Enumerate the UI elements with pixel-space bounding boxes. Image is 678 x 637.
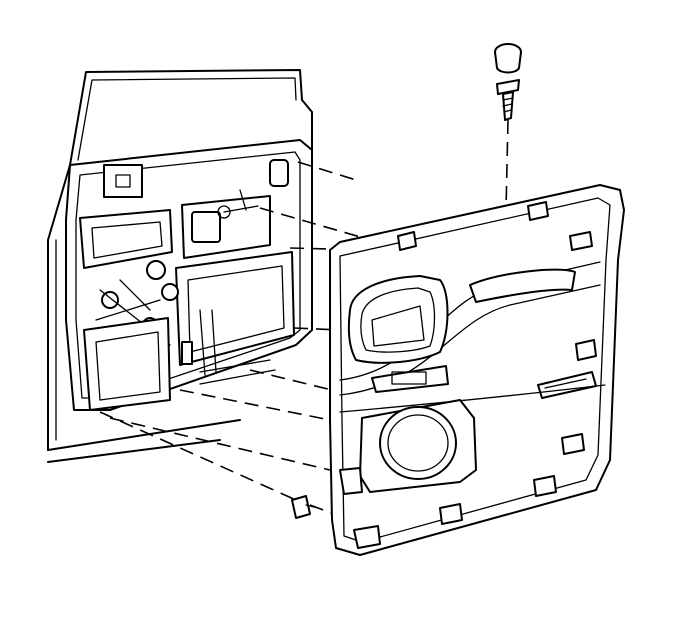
lock-rod — [223, 205, 259, 213]
trim-panel-screw-cap — [494, 43, 522, 74]
retainer-clip-7 — [439, 503, 463, 525]
screw-head — [496, 79, 520, 95]
switch-bezel — [371, 365, 449, 393]
regulator-channel — [199, 309, 217, 376]
upper-left-cutout — [79, 209, 173, 269]
lock-actuator-pivot — [217, 205, 231, 219]
door-body-inner-edge — [75, 151, 301, 399]
regulator-gear-3 — [101, 291, 119, 309]
retainer-clips — [353, 201, 597, 549]
lower-panel-divider — [339, 384, 606, 413]
lower-access-opening-inner — [187, 265, 285, 353]
retainer-clip-4 — [575, 339, 597, 361]
hinge-edge — [47, 164, 71, 451]
door-inner-frame — [47, 69, 313, 463]
speaker-cone-inner — [387, 414, 449, 472]
screw-threads — [502, 97, 514, 113]
connector-block — [181, 341, 193, 365]
retainer-clip-2 — [527, 201, 549, 221]
align-line-4 — [293, 327, 341, 331]
lower-rails — [199, 359, 276, 385]
align-line-7 — [109, 417, 331, 471]
align-line-8 — [99, 411, 297, 501]
align-line-5 — [249, 369, 341, 393]
door-body-outline — [65, 139, 313, 411]
upper-slot — [269, 159, 289, 187]
sill-line — [47, 419, 241, 451]
armrest-pull-cup — [469, 268, 576, 303]
wiring-connector — [291, 495, 319, 519]
handle-recess — [371, 305, 425, 347]
door-trim-panel — [329, 184, 625, 556]
window-frame-inner — [77, 77, 297, 161]
lock-actuator-body — [191, 211, 221, 243]
retainer-clip-3 — [569, 231, 593, 251]
lower-access-opening — [175, 251, 295, 366]
lock-rod-vertical — [239, 189, 247, 211]
speaker-cone — [379, 406, 457, 480]
connector-lead — [305, 504, 319, 509]
handle-bezel-inner — [360, 287, 436, 353]
door-handle-bezel — [347, 275, 449, 364]
align-line-6 — [179, 389, 331, 421]
switch-slot — [391, 371, 427, 385]
retainer-clip-1 — [397, 231, 417, 251]
lower-left-cutout-inner — [95, 331, 161, 401]
regulator-gear-1 — [146, 260, 166, 280]
trim-panel-screw — [496, 79, 520, 121]
align-line-1 — [297, 161, 357, 181]
retainer-clip-6 — [533, 475, 557, 497]
hinge-plate — [103, 164, 143, 198]
screw-cap-body — [494, 51, 522, 74]
door-lock-actuator — [191, 189, 259, 243]
hinge-plate-slot — [115, 174, 131, 188]
speaker-grille — [359, 399, 477, 493]
side-pull-handle-groove — [544, 378, 587, 389]
retainer-clip-5 — [561, 433, 585, 455]
retainer-clip-8 — [353, 525, 381, 549]
handle-bezel-outer — [347, 275, 449, 364]
sill-line-lower — [47, 439, 221, 463]
window-frame-outer — [69, 69, 313, 166]
reflector — [339, 467, 363, 495]
connector-body — [291, 495, 311, 519]
upper-left-cutout-inner — [91, 221, 163, 259]
regulator-gear-2 — [161, 283, 179, 301]
